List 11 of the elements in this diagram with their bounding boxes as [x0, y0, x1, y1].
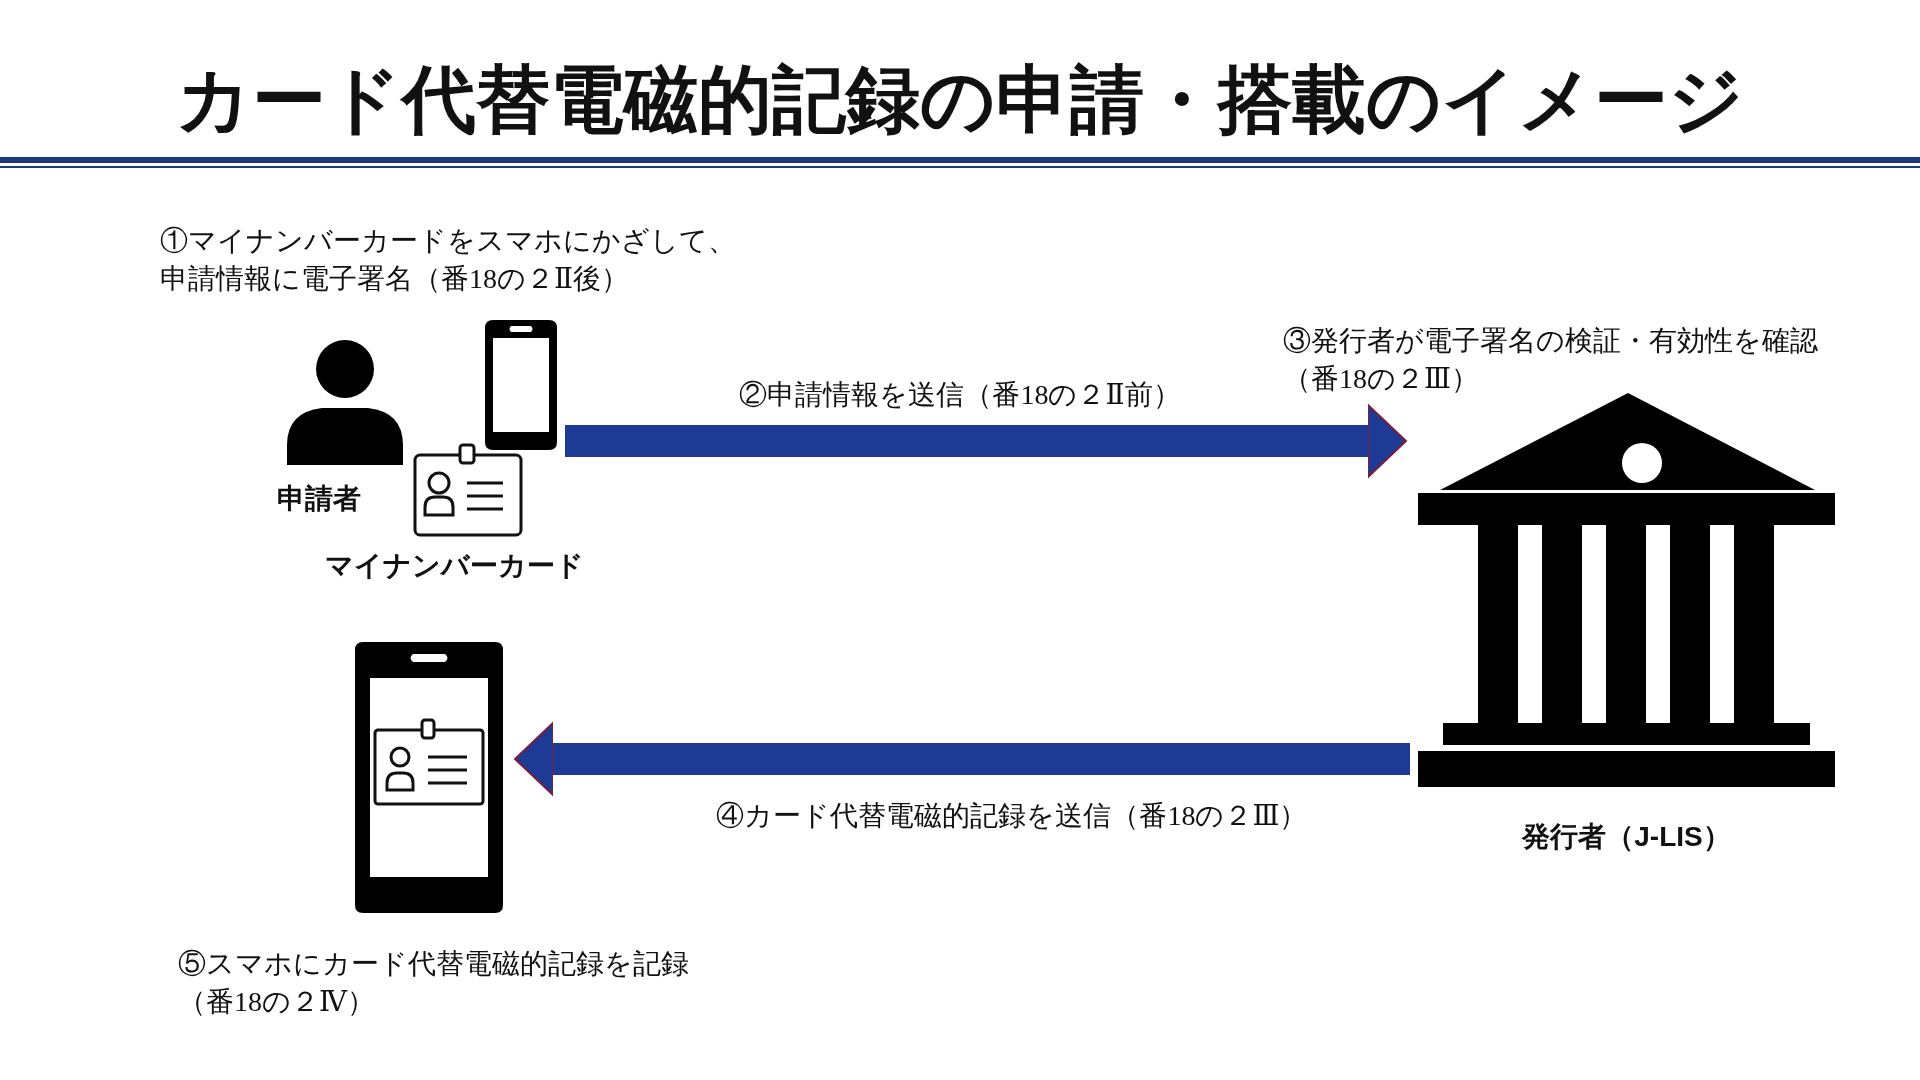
arrow [514, 722, 1410, 796]
node-label: 発行者（J-LIS） [1520, 820, 1732, 854]
edge-label: ②申請情報を送信（番18の２Ⅱ前） [738, 378, 1182, 412]
arrow [565, 404, 1407, 478]
step-description: ①マイナンバーカードをスマホにかざして、申請情報に電子署名（番18の２Ⅱ後） [160, 224, 737, 296]
step-description: ③発行者が電子署名の検証・有効性を確認（番18の２Ⅲ） [1283, 324, 1819, 396]
edge-label: ④カード代替電磁的記録を送信（番18の２Ⅲ） [715, 799, 1309, 833]
step-description: ⑤スマホにカード代替電磁的記録を記録（番18の２Ⅳ） [178, 947, 690, 1019]
title: カード代替電磁的記録の申請・搭載のイメージ [175, 58, 1745, 143]
node-label: マイナンバーカード [325, 549, 584, 583]
node-label: 申請者 [277, 482, 361, 516]
